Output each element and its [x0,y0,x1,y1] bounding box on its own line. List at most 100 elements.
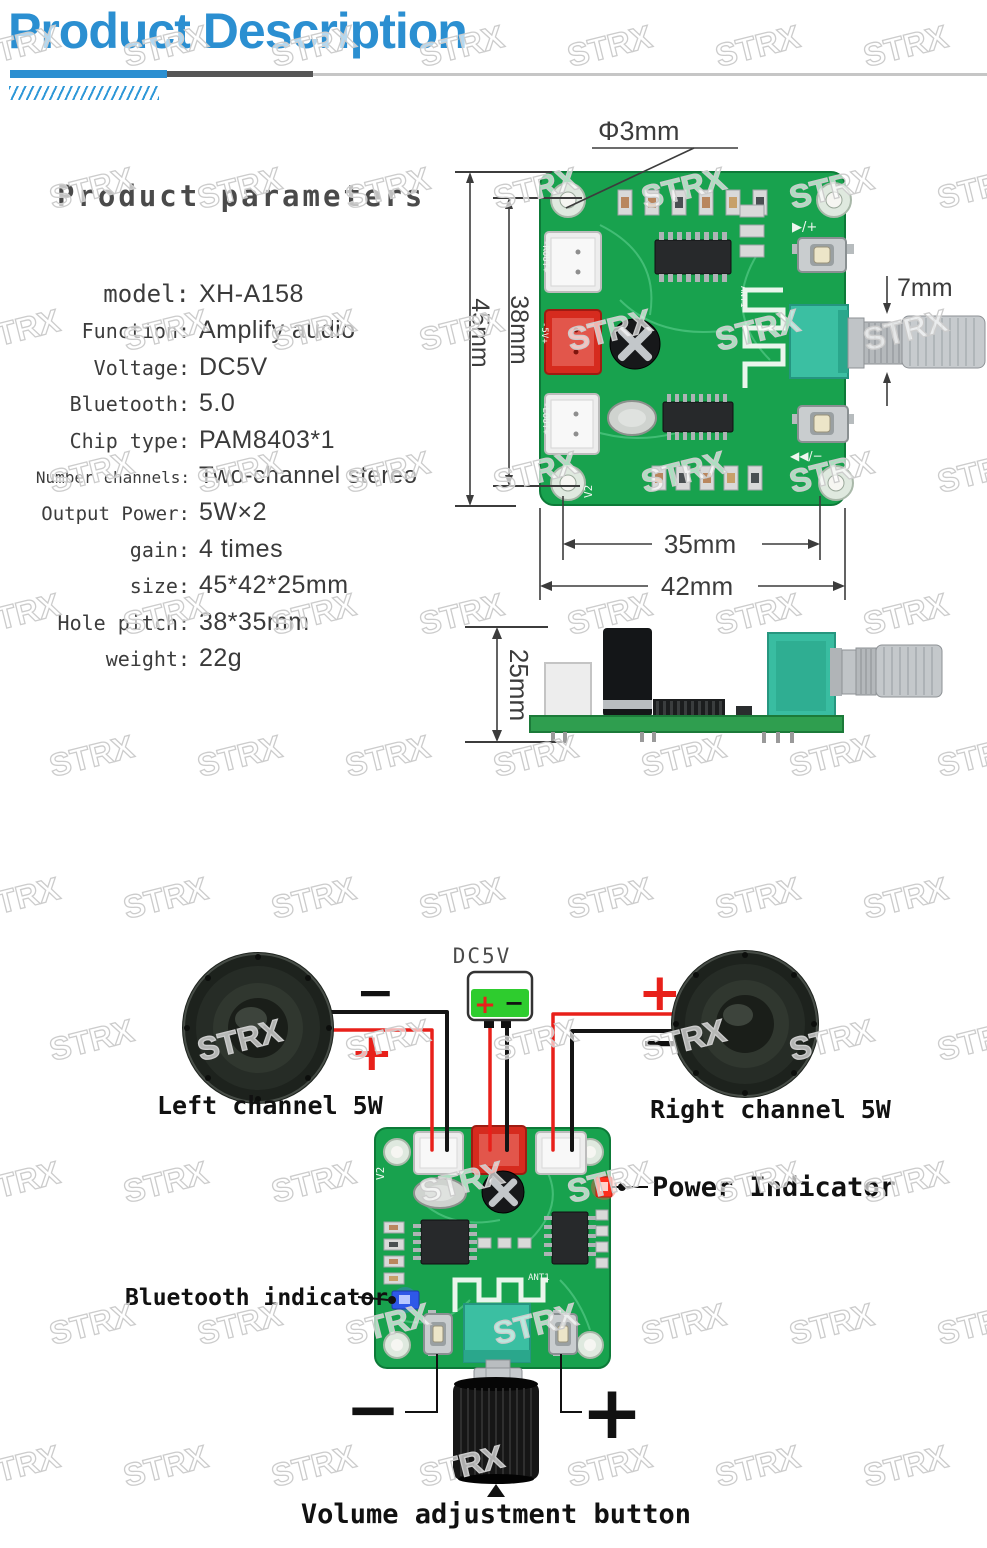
ant-silkscreen: ANT1 [738,286,748,308]
param-label: Bluetooth: [69,392,190,417]
param-value: PAM8403*1 [199,425,336,454]
power-led [591,1174,617,1200]
ant-silkscreen: ANT1 [528,1273,550,1283]
param-value: 5W×2 [199,498,268,527]
param-value: 4 times [199,534,284,563]
param-row-chip: Chip type: PAM8403*1 [0,426,445,462]
power-indicator-callout: Power Indicator [612,1172,896,1203]
pcb-top-view: -ROUT+ -5V+ -LOUT+ [539,171,986,506]
param-row-model: model:XH-A158 [0,280,445,316]
param-label: Function: [81,319,190,344]
vin-silkscreen: -5V+ [539,322,549,344]
dim-25mm: 25mm [504,649,534,721]
right-speaker-minus-wire [570,1029,679,1152]
v2-silkscreen: V2 [374,1167,387,1180]
dim-hole-dia: Φ3mm [598,116,680,146]
left-speaker-plus-sign: + [350,1023,394,1083]
ic [413,1219,477,1265]
bluetooth-ic [662,394,734,440]
side-capacitor [603,628,652,717]
param-value: XH-A158 [199,280,304,308]
param-value: Amplify audio [199,316,356,345]
param-row-voltage: Voltage: DC5V [0,353,445,389]
ic [544,1211,596,1265]
leader-dot [618,1183,626,1191]
dimension-annotations-top: 45mm 38mm Φ3mm 7mm 35mm 42mm [455,116,953,601]
mounting-hole [383,1331,411,1359]
side-pcb-bar [529,715,844,733]
amplifier-ic [654,232,732,282]
volume-up-button [548,1310,578,1356]
param-value: 5.0 [199,389,236,418]
bluetooth-indicator-label: Bluetooth indicator [125,1285,388,1311]
battery-plus-sign: + [474,990,496,1020]
antenna-trace [452,1277,548,1312]
bluetooth-indicator-callout: Bluetooth indicator [125,1285,396,1311]
param-label: Chip type: [69,428,190,453]
volume-down-button [423,1310,453,1356]
left-channel-label: Left channel 5W [157,1091,384,1120]
param-row-hole-pitch: Hole pitch: 38*35mm [0,608,445,644]
dim-45mm: 45mm [466,298,494,367]
param-label: size: [129,574,190,599]
param-row-channels: Number channels:Two-channel stereo [0,462,445,498]
wiring-diagram: V2 [125,944,896,1530]
param-label: Hole pitch: [57,610,190,635]
pointer-triangle [487,1484,505,1497]
mounting-hole [816,182,852,218]
play-silkscreen: ▶/+ [792,220,817,235]
param-value: 22g [199,643,243,672]
left-speaker [182,952,334,1104]
rout-connector: -ROUT+ [540,231,602,293]
parameters-list: model:XH-A158 Function: Amplify audio Vol… [0,280,445,680]
header-rule-blue [10,70,167,78]
battery-minus-sign: − [504,989,524,1017]
page-title: Product Description [8,3,468,59]
crystal-oscillator [607,400,657,436]
volume-knob [453,1359,539,1484]
side-potentiometer [767,632,943,720]
v2-silkscreen: V2 [582,485,595,498]
header-rule-light [313,73,987,76]
pcb-bottom-view: V2 [374,1125,617,1369]
power-supply: DC5V + − [453,944,534,1028]
parameters-heading: Product parameters [57,179,426,213]
mounting-hole [550,182,586,218]
smd-components [383,1209,609,1285]
left-speaker-minus-sign: − [356,965,395,1019]
right-speaker-minus-sign: − [640,1015,679,1069]
right-speaker-plus-sign: + [638,963,682,1023]
mounting-hole [576,1331,604,1359]
param-value: 38*35mm [199,607,310,636]
potentiometer [789,304,986,379]
param-label: Output Power: [41,503,190,526]
left-speaker-plus-wire [320,1028,434,1152]
lout-connector [413,1131,464,1175]
param-row-bluetooth: Bluetooth: 5.0 [0,389,445,425]
smd-components [651,465,763,491]
speaker-wires [320,1010,679,1152]
header-hatch-decoration [9,86,159,100]
power-connector-5v: -5V+ [539,309,602,375]
power-indicator-label: Power Indicator [652,1172,896,1203]
param-label: Voltage: [93,355,190,380]
smd-components [617,189,768,258]
left-speaker-minus-wire [326,1010,449,1152]
volume-label: Volume adjustment button [301,1499,691,1530]
antenna-trace: ANT1 [738,286,786,388]
param-row-gain: gain:4 times [0,535,445,571]
param-row-size: size:45*42*25mm [0,571,445,607]
param-row-weight: weight: 22g [0,644,445,680]
dim-38mm: 38mm [505,295,533,364]
electrolytic-capacitor [481,1170,525,1214]
right-speaker [671,950,819,1098]
param-value: DC5V [199,352,268,381]
mounting-hole [383,1138,411,1166]
volume-minus-sign: − [345,1371,400,1448]
param-label: weight: [105,646,190,671]
bluetooth-led [391,1287,420,1313]
header-rule-dark [167,71,313,77]
dim-35mm: 35mm [664,529,736,559]
